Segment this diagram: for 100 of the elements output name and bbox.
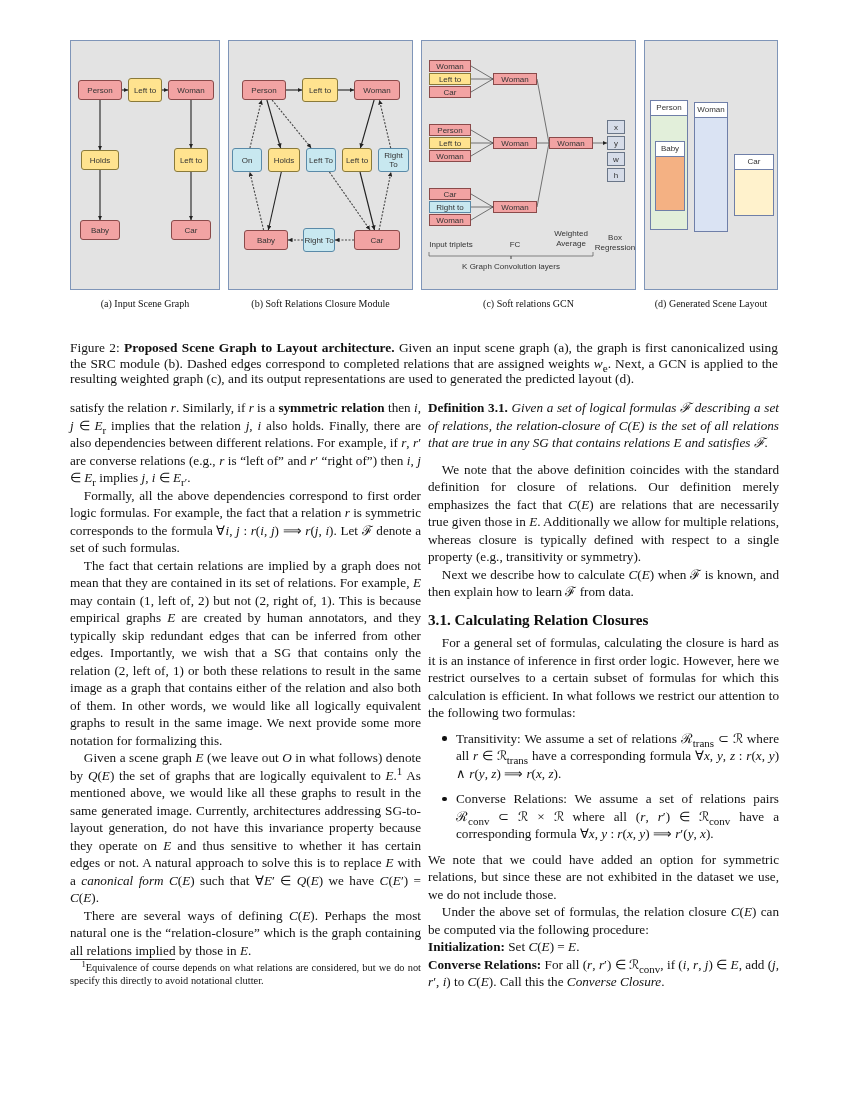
relation-box: Left to <box>128 78 162 102</box>
paragraph: There are several ways of defining C(E). Perhaps the most natural one is the “relation-closure” which is the graph containing all relations implied by those in E. <box>70 906 421 959</box>
box-label: Woman <box>695 103 727 118</box>
object-box: Woman <box>493 137 537 149</box>
arrow <box>161 87 169 93</box>
soft-relation-box: Right To <box>303 228 335 252</box>
dashed-arrow <box>248 171 265 231</box>
dashed-arrow <box>334 237 355 243</box>
coordinate-box: w <box>607 152 625 166</box>
box-label: Baby <box>656 142 684 157</box>
dashed-arrow <box>287 237 304 243</box>
relation-box: Holds <box>268 148 300 172</box>
paragraph: Initialization: Set C(E) = E. <box>428 938 581 956</box>
paragraph: The fact that certain relations are implied by a graph does not mean that they are contained in its set of relations. For example, E may contain (1, left of, 2) but not (2, right of, 1). This is because empirical graphs E are created by human annotators, and they typically skip redundant edges that can be inferred from other edges. Importantly, we wish that a SG that contains only the relation (2, left of, 1) or both these relations to result in the same image as a graph that contains either of the relation and also both of them. In other words, we would like all logically equivalent graphs to result in the same image. We next provide some more notation for formalizing this. <box>70 556 421 749</box>
section-heading: 3.1. Calculating Relation Closures <box>428 610 650 628</box>
connector-line <box>470 193 494 208</box>
relation-box: Holds <box>81 150 119 170</box>
relation-box: Left to <box>174 148 208 172</box>
object-box: Woman <box>549 137 593 149</box>
panel-label: K Graph Convolution layers <box>461 262 561 272</box>
bullet-text: Transitivity: We assume a set of relations ℛ$_{trans}$ ⊂ ℛ where all r ∈ ℛ$_{trans}$ have a corresponding formula ∀x, y, z : r(x, y) ∧ r(y, z) ⟹ r(x, z). <box>456 729 779 782</box>
connector-line <box>470 142 494 157</box>
panel-label: FC <box>508 240 522 250</box>
object-box: Baby <box>80 220 120 240</box>
soft-relation-box: Right to <box>429 201 471 213</box>
paragraph: Under the above set of formulas, the relation closure C(E) can be computed via the following procedure: <box>428 903 779 938</box>
dashed-arrow <box>378 171 393 231</box>
paragraph: Converse Relations: For all (r, r′) ∈ ℛ$_{conv}$, if (i, r, j) ∈ E, add (j, r′, i) to C(E). Call this the Converse Closure. <box>428 955 779 991</box>
paragraph: For a general set of formulas, calculating the closure is hard as it is an instance of inference in first order logic. However, here we restrict ourselves to a certain subset of formulas for which this calculation is efficient. In what follows we restrict our attention to the following two formulas: <box>428 634 779 722</box>
panel-caption: (a) Input Scene Graph <box>99 298 191 309</box>
dashed-arrow <box>378 99 392 149</box>
panel-label: Input triplets <box>428 240 474 250</box>
connector-line <box>470 142 494 144</box>
arrow <box>97 99 103 151</box>
paragraph: We note that we could have added an option for symmetric relations, but since these are not exhibited in the dataset we use, we do not include those. <box>428 850 779 903</box>
paragraph: Formally, all the above dependencies correspond to first order logic formulas. For example, the fact that a relation r is symmetric corresponds to the formula ∀i, j : r(i, j) ⟹ r(j, i). Let ℱ denote a set of such formulas. <box>70 486 421 557</box>
bullet-text: Converse Relations: We assume a set of relations pairs ℛ$_{conv}$ ⊂ ℛ × ℛ where all (r, r′) ∈ ℛ$_{conv}$ have a corresponding formula ∀x, y : r(x, y) ⟹ r′(y, x). <box>456 790 779 843</box>
connector-line <box>536 142 550 144</box>
object-box: Woman <box>429 60 471 72</box>
paragraph: Given a scene graph E (we leave out O in what follows) denote by Q(E) the set of graphs that are logically equivalent to E.$^{1}$ As mentioned above, we would like all these graphs to result in the same generated image. Currently, architectures addressing SG-to-layout generation, do not have this invariance property because they operate on E and thus sensitive to whether it has certain edges or not. A natural approach to solve this is to replace E with a canonical form C(E) such that ∀E′ ∈ Q(E) we have C(E′) = C(E). <box>70 749 421 907</box>
coordinate-box: y <box>607 136 625 150</box>
footnote: $^{1}$Equivalence of course depends on what relations are considered, but we do not specify this directly to avoid notational clutter. <box>70 962 421 988</box>
object-box: Baby <box>244 230 288 250</box>
object-box: Woman <box>429 214 471 226</box>
layout-box <box>655 141 685 211</box>
arrow <box>267 171 282 231</box>
relation-box: Left to <box>429 73 471 85</box>
dashed-arrow <box>271 99 312 149</box>
connector-line <box>470 78 494 80</box>
paragraph: satisfy the relation r. Similarly, if r is a symmetric relation then i, j ∈ E$_{r}$ implies that the relation j, i also holds. Finally, there are also dependencies between different relations. For example, if r, r′ are converse relations (e.g., r is “left of” and r′ “right of”) then i, j ∈ E$_{r}$ implies j, i ∈ E$_{r′}$. <box>70 399 421 487</box>
soft-relation-box: Right To <box>378 148 409 172</box>
paragraph: Definition 3.1. Given a set of logical formulas ℱ describing a set of relations, the relation-closure of C(E) is the set of all relations that are true in any SG that contains relations E and satisfies ℱ. <box>428 399 779 452</box>
object-box: Car <box>429 188 471 200</box>
object-box: Woman <box>429 150 471 162</box>
figure-caption: Figure 2: Proposed Scene Graph to Layout architecture. Given an input scene graph (a), the graph is first canonicalized using the SRC module (b). Dashed edges correspond to completed relations that are assigned weights w$_{e}$. Next, a GCN is applied to the resulting weighted graph (c), and its output representations are used to generated the predicted layout (d). <box>70 340 778 388</box>
panel-label: Weighted Average <box>553 229 589 248</box>
object-box: Car <box>354 230 400 250</box>
panel-caption: (d) Generated Scene Layout <box>653 298 769 309</box>
soft-relation-box: On <box>232 148 262 172</box>
panel-caption: (b) Soft Relations Closure Module <box>250 298 391 309</box>
layout-box <box>650 100 688 230</box>
soft-relation-box: Left To <box>306 148 336 172</box>
object-box: Person <box>429 124 471 136</box>
box-label: Car <box>735 155 773 170</box>
dashed-arrow <box>249 99 263 149</box>
relation-box: Left to <box>302 78 338 102</box>
arrow <box>285 87 303 93</box>
connector-line <box>536 142 550 208</box>
object-box: Person <box>242 80 286 100</box>
connector-line <box>470 206 494 221</box>
connector-line <box>470 129 494 144</box>
connector-line <box>470 65 494 80</box>
connector-line <box>470 78 494 93</box>
coordinate-box: h <box>607 168 625 182</box>
object-box: Woman <box>493 73 537 85</box>
arrow <box>359 171 376 231</box>
object-box: Woman <box>354 80 400 100</box>
paragraph: We note that the above definition coincides with the standard definition for closure of relations. Our definition merely emphasizes the fact that C(E) are relations that are necessarily true given those in E. Additionally we allow for multiple relations, whereas closure is typically defined with respect to a single property (e.g., transitivity or symmetry). <box>428 460 779 566</box>
arrow <box>188 99 194 149</box>
arrow <box>97 169 103 221</box>
layout-box <box>694 102 728 232</box>
panel-label: Box Regression <box>594 233 636 252</box>
relation-box: Left to <box>342 148 372 172</box>
arrow <box>188 171 194 221</box>
arrow <box>266 99 282 149</box>
object-box: Car <box>171 220 211 240</box>
object-box: Person <box>78 80 122 100</box>
arrow <box>121 87 129 93</box>
connector-line <box>470 206 494 208</box>
connector-line <box>536 78 550 144</box>
object-box: Woman <box>168 80 214 100</box>
object-box: Woman <box>493 201 537 213</box>
relation-box: Left to <box>429 137 471 149</box>
box-label: Person <box>651 101 687 116</box>
panel-caption: (c) Soft relations GCN <box>482 298 575 309</box>
arrow <box>337 87 355 93</box>
coordinate-box: x <box>607 120 625 134</box>
layout-box <box>734 154 774 216</box>
dashed-arrow <box>328 171 371 231</box>
object-box: Car <box>429 86 471 98</box>
